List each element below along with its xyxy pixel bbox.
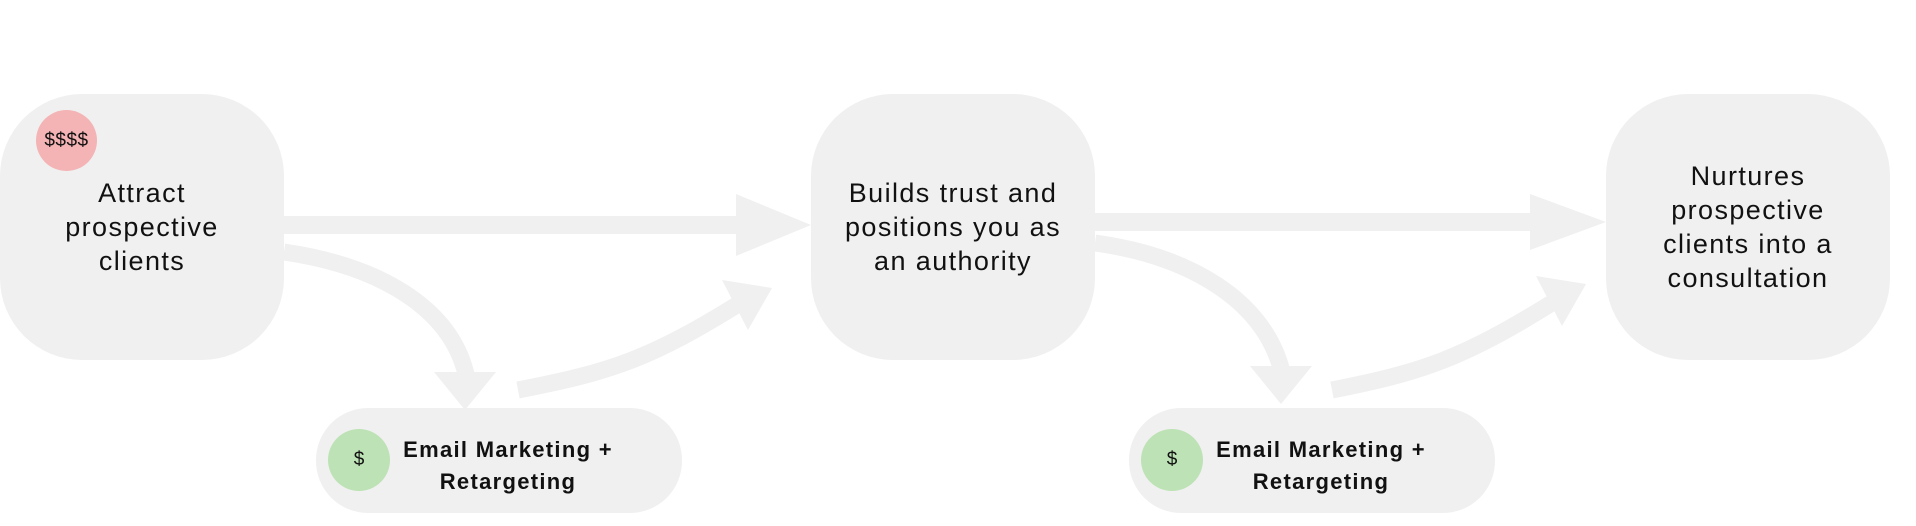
low-cost-badge: $ (328, 429, 390, 491)
arrow-channel1-to-stage2 (516, 290, 753, 399)
channel-label: Email Marketing + Retargeting (1216, 437, 1426, 494)
arrow-stage1-to-channel1 (282, 243, 475, 377)
high-cost-badge: $$$$ (36, 110, 97, 171)
low-cost-badge: $ (1141, 429, 1203, 491)
channel-email-retargeting-1: $ Email Marketing + Retargeting (316, 408, 682, 513)
arrowhead-down-2 (1250, 366, 1312, 404)
arrow-channel2-to-stage3 (1330, 288, 1568, 399)
arrowhead-down-1 (434, 372, 496, 410)
stage-label: Attract prospective clients (65, 178, 219, 276)
arrow-stage2-to-stage3 (1093, 194, 1606, 250)
stage-label: Builds trust and positions you as an aut… (844, 178, 1061, 276)
stage-label: Nurtures prospective clients into a cons… (1663, 161, 1833, 293)
arrowhead-up-2 (1536, 276, 1586, 326)
channel-email-retargeting-2: $ Email Marketing + Retargeting (1129, 408, 1495, 513)
channel-label: Email Marketing + Retargeting (403, 437, 613, 494)
stage-nurture-box: Nurtures prospective clients into a cons… (1606, 94, 1890, 360)
arrow-stage2-to-channel2 (1093, 234, 1290, 371)
arrow-stage1-to-stage2 (282, 194, 811, 256)
stage-trust-box: Builds trust and positions you as an aut… (811, 94, 1095, 360)
arrowhead-up-1 (722, 280, 772, 330)
